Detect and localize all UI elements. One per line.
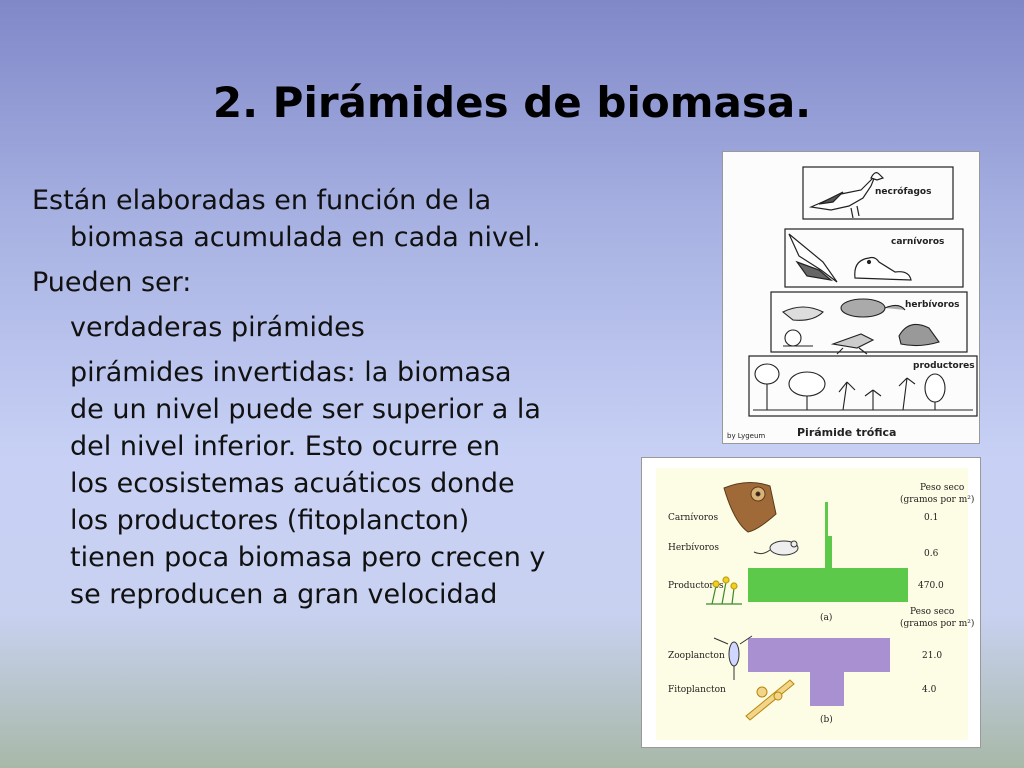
- trophic-caption: Pirámide trófica: [797, 426, 896, 439]
- row-zooplancton-label: Zooplancton: [668, 651, 725, 661]
- trophic-pyramid-figure: necrófagos carnívoros herbívoros product…: [722, 151, 980, 444]
- row-herbivoros-label: Herbívoros: [668, 542, 719, 553]
- mouse-icon: [840, 298, 906, 318]
- zooplankton-icon: [713, 635, 753, 680]
- flowers-icon: [706, 576, 742, 605]
- panel-a-label: (a): [820, 612, 832, 623]
- label-necrofagos: necrófagos: [875, 186, 931, 197]
- slide-title: 2. Pirámides de biomasa.: [212, 78, 812, 127]
- bullet-list: Están elaboradas en función de la biomas…: [32, 182, 632, 613]
- sub-bullet-2-line-2: de un nivel puede ser superior a la: [70, 394, 541, 425]
- row-carnivoros-value: 0.1: [924, 513, 938, 523]
- vulture-icon: [808, 172, 885, 219]
- tier-productores: [748, 355, 978, 417]
- plants-icon: [753, 363, 973, 411]
- row-productores-label: Productores: [668, 581, 724, 591]
- panel-b-label: (b): [820, 714, 833, 725]
- bar-herbivoros: [828, 536, 832, 568]
- sub-bullet-2-line-1: pirámides invertidas: la biomasa: [70, 357, 512, 388]
- header-a-unit: (gramos por m²): [900, 494, 974, 505]
- sub-bullet-2-line-7: se reproducen a gran velocidad: [70, 579, 498, 610]
- bullet-1-line-1: Están elaboradas en función de la: [32, 185, 492, 216]
- snail-icon: [783, 329, 813, 347]
- label-herbivoros: herbívoros: [905, 300, 960, 310]
- sub-bullet-2-line-3: del nivel inferior. Esto ocurre en: [70, 431, 501, 462]
- bar-fitoplancton: [810, 672, 844, 706]
- header-b-unit: (gramos por m²): [900, 618, 974, 629]
- row-fitoplancton-value: 4.0: [922, 685, 937, 695]
- caterpillar-icon: [781, 306, 824, 321]
- bullet-1-line-2: biomasa acumulada en cada nivel.: [70, 222, 541, 253]
- grasshopper-icon: [830, 333, 875, 355]
- mouse-icon-a: [753, 540, 799, 556]
- sub-bullet-1: verdaderas pirámides: [70, 312, 365, 343]
- phytoplankton-icon: [745, 679, 795, 721]
- bullet-2: Pueden ser:: [32, 267, 192, 298]
- tier-necrofagos: [802, 166, 954, 220]
- biomass-pyramid-figure: Peso seco (gramos por m²) Carnívoros 0.1…: [641, 457, 981, 748]
- row-herbivoros-value: 0.6: [924, 549, 939, 559]
- bar-zooplancton: [748, 638, 890, 672]
- row-carnivoros-label: Carnívoros: [668, 512, 718, 523]
- tier-herbivoros: [770, 291, 968, 353]
- label-productores: productores: [913, 361, 975, 371]
- header-a: Peso seco: [920, 483, 964, 493]
- owl-icon: [723, 482, 777, 533]
- bird-icon: [898, 323, 940, 347]
- bar-carnivoros: [825, 502, 828, 568]
- row-productores-value: 470.0: [918, 581, 944, 591]
- trophic-credit: by Lygeum: [727, 432, 765, 440]
- hawk-icon: [788, 233, 838, 283]
- sub-bullet-2-line-5: los productores (fitoplancton): [70, 505, 470, 536]
- trophic-pyramid-drawing: necrófagos carnívoros herbívoros product…: [727, 166, 978, 440]
- tier-carnivoros: [784, 228, 964, 288]
- bar-productores: [748, 568, 908, 602]
- header-b: Peso seco: [910, 607, 954, 617]
- sub-bullet-2-line-4: los ecosistemas acuáticos donde: [70, 468, 515, 499]
- sub-bullet-2-line-6: tienen poca biomasa pero crecen y: [70, 542, 546, 573]
- label-carnivoros: carnívoros: [891, 237, 944, 247]
- row-zooplancton-value: 21.0: [922, 651, 942, 661]
- row-fitoplancton-label: Fitoplancton: [668, 685, 726, 695]
- biomass-pyramid-chart: Peso seco (gramos por m²) Carnívoros 0.1…: [656, 468, 974, 740]
- weasel-icon: [854, 256, 912, 281]
